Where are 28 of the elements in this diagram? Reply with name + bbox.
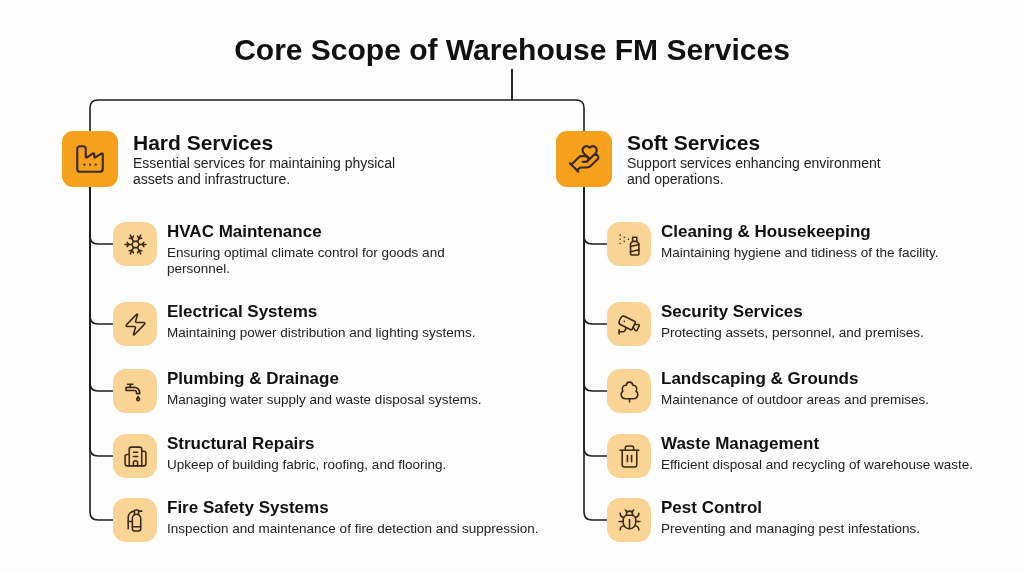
category-description: Essential services for maintaining physical assets and infrastructure.: [133, 155, 397, 187]
service-title: Plumbing & Drainage: [167, 369, 340, 389]
service-description: Maintenance of outdoor areas and premises.: [661, 392, 930, 408]
service-description: Managing water supply and waste disposal systems.: [167, 392, 483, 408]
service-title: HVAC Maintenance: [167, 222, 323, 242]
service-title: Fire Safety Systems: [167, 498, 330, 518]
category-title: Hard Services: [133, 131, 275, 155]
category-title: Soft Services: [627, 131, 762, 155]
category-description: Support services enhancing environment and operations.: [627, 155, 882, 187]
service-description: Ensuring optimal climate control for goods and personnel.: [167, 245, 446, 277]
service-description: Inspection and maintenance of fire detection and suppression.: [167, 521, 540, 537]
service-title: Cleaning & Housekeeping: [661, 222, 872, 242]
connector-line: [511, 68, 585, 132]
service-description: Protecting assets, personnel, and premises.: [661, 325, 925, 341]
service-description: Maintaining power distribution and lighting systems.: [167, 325, 477, 341]
service-title: Electrical Systems: [167, 302, 319, 322]
service-title: Landscaping & Grounds: [661, 369, 860, 389]
root-label: Core Scope of Warehouse FM Services: [234, 32, 790, 68]
connector-line: [89, 186, 114, 521]
service-description: Upkeep of building fabric, roofing, and flooring.: [167, 457, 448, 473]
service-title: Pest Control: [661, 498, 764, 518]
service-description: Maintaining hygiene and tidiness of the facility.: [661, 245, 940, 261]
service-title: Waste Management: [661, 434, 821, 454]
service-description: Preventing and managing pest infestations.: [661, 521, 921, 537]
service-title: Security Services: [661, 302, 804, 322]
connector-line: [583, 186, 608, 521]
service-description: Efficient disposal and recycling of warehouse waste.: [661, 457, 974, 473]
service-title: Structural Repairs: [167, 434, 316, 454]
